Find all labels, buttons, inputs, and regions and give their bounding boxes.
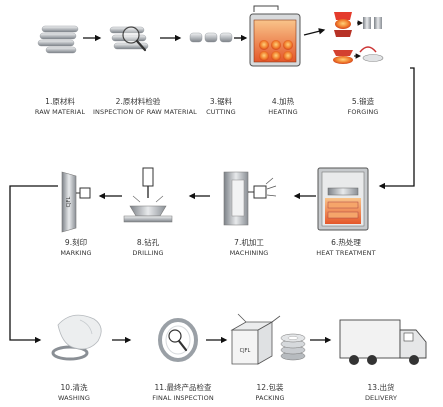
box-text: CJFL [240, 348, 251, 354]
step-6-label: 6.热处理 HEAT TREATMENT [301, 237, 391, 259]
final-inspection-icon [158, 318, 198, 362]
step-10-label: 10.清洗 WASHING [29, 382, 119, 404]
step-1-cn: 1.原材料 [45, 97, 75, 106]
step-4-cn: 4.加热 [271, 97, 295, 106]
step-7-en: MACHINING [229, 249, 269, 257]
machining-icon [223, 171, 277, 226]
step-7-cn: 7.机加工 [234, 238, 264, 247]
step-13-cn: 13.出货 [367, 383, 395, 392]
step-8-label: 8.钻孔 DRILLING [103, 237, 193, 259]
packing-icon: CJFL [230, 313, 306, 365]
cutting-icon [189, 32, 233, 43]
step-13-en: DELIVERY [364, 394, 398, 402]
step-5-en: FORGING [347, 108, 379, 116]
step-9-cn: 9.刻印 [64, 238, 88, 247]
step-4-label: 4.加热 HEATING [238, 96, 328, 118]
arrow-9-10 [9, 185, 58, 344]
step-3-en: CUTTING [206, 108, 236, 116]
step-2-label: 2.原材料检验 INSPECTION OF RAW MATERIAL [93, 96, 197, 118]
drilling-icon [123, 167, 173, 223]
marking-icon: CJFL [61, 171, 91, 233]
step-12-en: PACKING [255, 394, 285, 402]
step-3-cn: 3.锯料 [209, 97, 233, 106]
step-12-label: 12.包装 PACKING [225, 382, 315, 404]
arrow-5-6 [378, 67, 415, 190]
step-12-cn: 12.包装 [256, 383, 284, 392]
step-1-label: 1.原材料 RAW MATERIAL [15, 96, 105, 118]
arrow-4-5 [303, 28, 326, 36]
step-8-en: DRILLING [132, 249, 164, 257]
step-7-label: 7.机加工 MACHINING [204, 237, 294, 259]
step-2-cn: 2.原材料检验 [115, 97, 161, 106]
step-3-label: 3.锯料 CUTTING [176, 96, 266, 118]
step-11-cn: 11.最终产品检查 [154, 383, 212, 392]
step-6-en: HEAT TREATMENT [316, 249, 376, 257]
step-5-cn: 5.锻造 [351, 97, 375, 106]
step-4-en: HEATING [268, 108, 298, 116]
marking-text: CJFL [66, 196, 72, 207]
step-6-cn: 6.热处理 [331, 238, 361, 247]
step-9-en: MARKING [60, 249, 92, 257]
step-2-en: INSPECTION OF RAW MATERIAL [93, 108, 197, 116]
heat-treatment-icon [317, 167, 369, 231]
raw-material-icon [37, 25, 79, 54]
step-5-label: 5.锻造 FORGING [318, 96, 408, 118]
delivery-truck-icon [339, 319, 427, 365]
step-9-label: 9.刻印 MARKING [31, 237, 121, 259]
step-13-label: 13.出货 DELIVERY [336, 382, 426, 404]
washing-icon [51, 314, 102, 361]
step-11-en: FINAL INSPECTION [152, 394, 214, 402]
step-10-en: WASHING [57, 394, 91, 402]
step-11-label: 11.最终产品检查 FINAL INSPECTION [138, 382, 228, 404]
heating-furnace-icon [249, 5, 301, 67]
step-8-cn: 8.钻孔 [136, 238, 160, 247]
inspection-icon [109, 26, 149, 52]
forging-icon [333, 12, 384, 64]
step-10-cn: 10.清洗 [60, 383, 88, 392]
step-1-en: RAW MATERIAL [34, 108, 86, 116]
